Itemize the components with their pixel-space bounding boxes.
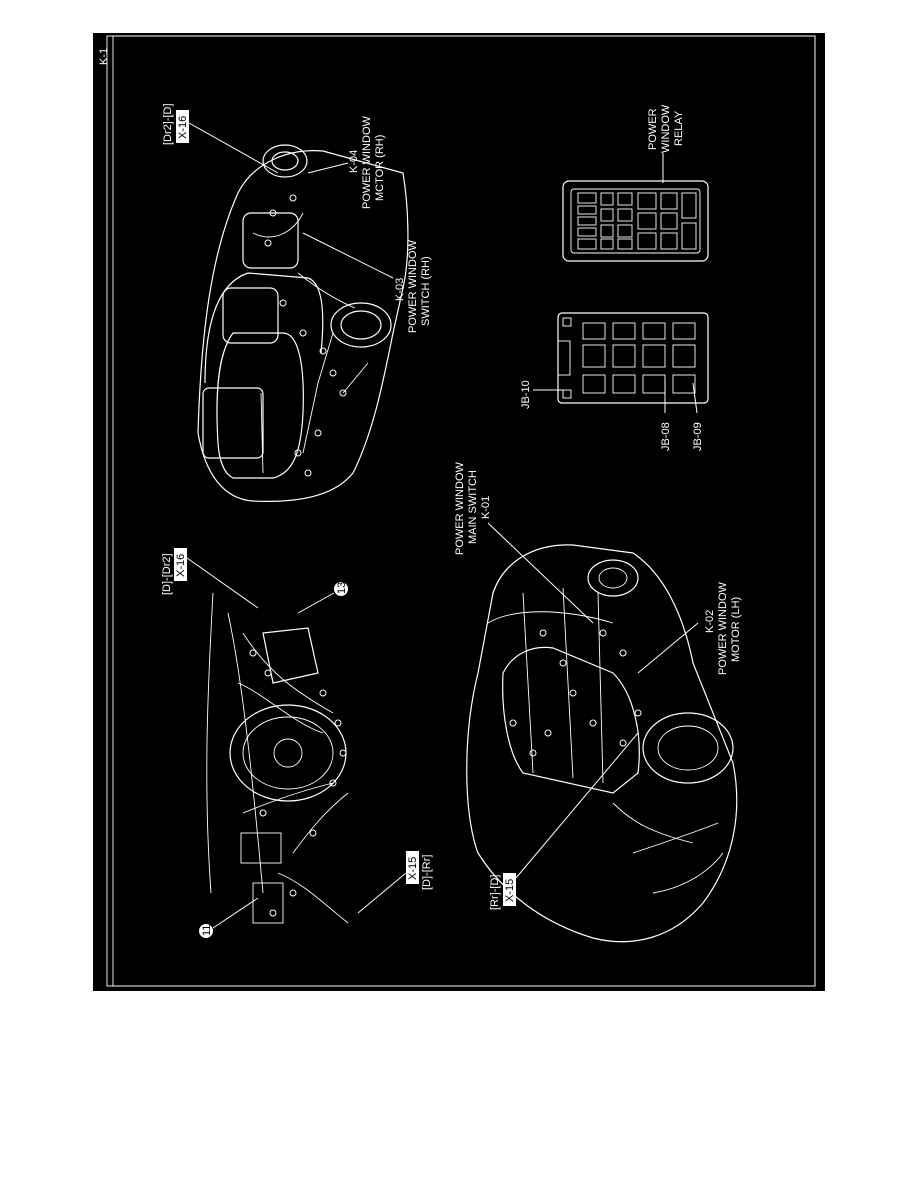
label-circle11: 11 xyxy=(201,925,213,936)
label-k04-code: K-04 xyxy=(348,150,360,173)
label-k02-line2: MOTOR (LH) xyxy=(730,597,742,662)
label-jb08: JB-08 xyxy=(660,422,672,451)
wiring-diagram-panel: K-1 [Dr2]-[D] X-16 K-04 POWER WINDOW MCT… xyxy=(93,33,825,991)
label-d-rr-bracket: [D]-[Rr] xyxy=(421,855,433,890)
leader-main-switch xyxy=(487,522,594,624)
label-relay-line2: WINDOW xyxy=(660,104,672,153)
relay-fuse-box xyxy=(562,180,709,262)
label-main-line1: POWER WINDOW xyxy=(454,462,466,555)
label-k04-line2: MCTOR (RH) xyxy=(374,135,386,201)
leader-k04 xyxy=(307,162,349,174)
label-k03-code: K-03 xyxy=(394,278,406,301)
label-relay-line1: POWER xyxy=(647,108,659,150)
label-circle13: 13 xyxy=(336,582,348,594)
van-rear-illustration xyxy=(197,144,409,502)
label-k03-line2: SWITCH (RH) xyxy=(420,256,432,326)
label-k02-line1: POWER WINDOW xyxy=(717,582,729,675)
label-x16-mid: X-16 xyxy=(175,554,187,577)
wiring-diagram: K-1 [Dr2]-[D] X-16 K-04 POWER WINDOW MCT… xyxy=(98,35,816,987)
connector-box-x15-left xyxy=(406,851,419,884)
label-relay-line3: RELAY xyxy=(673,110,685,146)
label-jb10: JB-10 xyxy=(520,380,532,409)
label-k04-line1: POWER WINDOW xyxy=(361,116,373,209)
label-x16-top: X-16 xyxy=(177,116,189,139)
leader-x15-bottom xyxy=(515,732,639,879)
leader-x16-top xyxy=(188,122,279,174)
connector-box-x16-mid xyxy=(174,548,187,581)
leader-circle13 xyxy=(297,592,335,614)
label-x15-left: X-15 xyxy=(407,857,419,880)
junction-block xyxy=(557,312,709,404)
frame-inner xyxy=(112,35,816,987)
callout-circle-13 xyxy=(334,582,348,596)
label-k02-code: K-02 xyxy=(704,610,716,633)
leader-x16-mid xyxy=(186,557,259,609)
van-front-illustration xyxy=(466,544,738,943)
leader-jb09 xyxy=(692,382,698,414)
leader-k02 xyxy=(637,622,699,674)
leader-x15-left xyxy=(357,872,407,914)
leader-k03 xyxy=(302,232,394,279)
label-d-dr2-bracket: [D]-[Dr2] xyxy=(161,553,173,595)
label-main-code: K-01 xyxy=(480,496,492,519)
connector-box-x15-bottom xyxy=(503,873,516,906)
label-x15-bottom: X-15 xyxy=(504,879,516,902)
label-rr-d-bracket: [Rr]-[D] xyxy=(489,875,501,910)
callout-circle-11 xyxy=(199,924,213,938)
leader-circle11 xyxy=(212,897,259,929)
label-jb09: JB-09 xyxy=(692,422,704,451)
label-k03-line1: POWER WINDOW xyxy=(407,240,419,333)
label-main-line2: MAIN SWITCH xyxy=(467,470,479,544)
label-dr2-d-bracket: [Dr2]-[D] xyxy=(162,103,174,145)
connector-box-x16-top xyxy=(176,110,189,143)
page-id-label: K-1 xyxy=(98,48,110,65)
dashboard-illustration xyxy=(206,592,349,924)
